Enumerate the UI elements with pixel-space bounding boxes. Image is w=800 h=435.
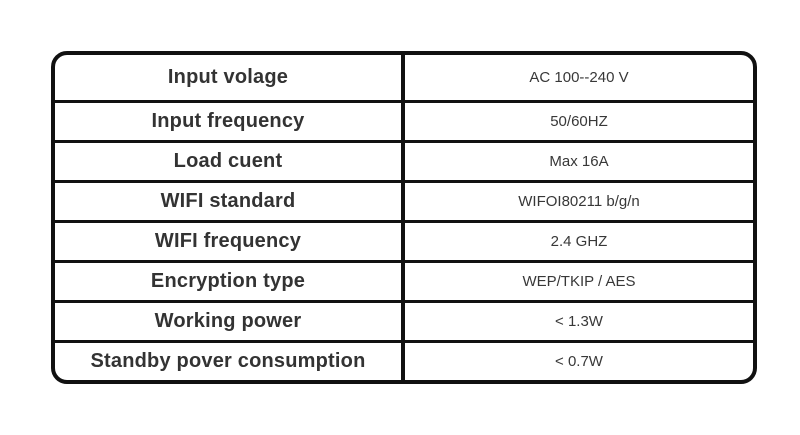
table-row: Standby pover consumption < 0.7W xyxy=(55,340,753,380)
spec-value: AC 100--240 V xyxy=(529,69,629,86)
spec-value: WIFOI80211 b/g/n xyxy=(518,193,640,210)
table-row: Input volage AC 100--240 V xyxy=(55,55,753,100)
spec-label: Input frequency xyxy=(55,103,405,140)
spec-label: Standby pover consumption xyxy=(55,343,405,380)
spec-value: < 0.7W xyxy=(555,353,603,370)
spec-label: Working power xyxy=(55,303,405,340)
spec-label: Encryption type xyxy=(55,263,405,300)
table-row: Working power < 1.3W xyxy=(55,300,753,340)
spec-value: 50/60HZ xyxy=(550,113,608,130)
spec-table: Input volage AC 100--240 V Input frequen… xyxy=(51,51,757,384)
table-row: Input frequency 50/60HZ xyxy=(55,100,753,140)
spec-label: Load cuent xyxy=(55,143,405,180)
spec-label: WIFI frequency xyxy=(55,223,405,260)
table-row: WIFI frequency 2.4 GHZ xyxy=(55,220,753,260)
spec-value: < 1.3W xyxy=(555,313,603,330)
spec-label: WIFI standard xyxy=(55,183,405,220)
spec-value: 2.4 GHZ xyxy=(550,233,608,250)
table-row: Encryption type WEP/TKIP / AES xyxy=(55,260,753,300)
spec-label: Input volage xyxy=(55,55,405,100)
table-row: WIFI standard WIFOI80211 b/g/n xyxy=(55,180,753,220)
spec-value: WEP/TKIP / AES xyxy=(522,273,636,290)
table-row: Load cuent Max 16A xyxy=(55,140,753,180)
spec-value: Max 16A xyxy=(549,153,609,170)
